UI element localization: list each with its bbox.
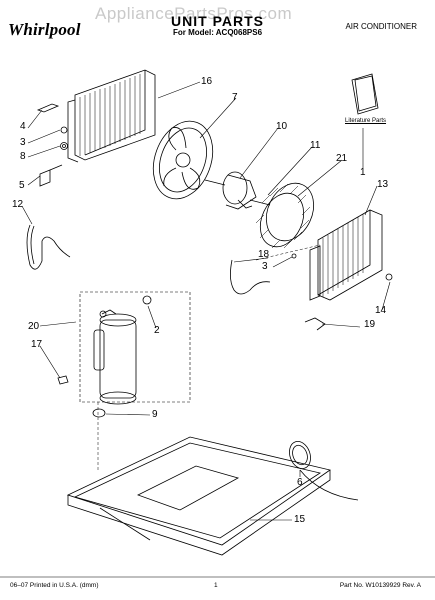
callout-3b: 3: [262, 261, 268, 272]
callout-7: 7: [232, 92, 238, 103]
callout-13: 13: [377, 179, 389, 190]
fan-motor: [204, 171, 271, 210]
callout-8: 8: [20, 151, 26, 162]
callout-21: 21: [336, 153, 348, 164]
callout-12: 12: [12, 199, 24, 210]
grommets: [57, 295, 152, 385]
page-title: UNIT PARTS: [171, 13, 264, 29]
blower-wheel: [255, 182, 315, 249]
leader-lines: [21, 81, 391, 521]
category-label: AIR CONDITIONER: [345, 22, 417, 31]
seal-ring: [289, 441, 359, 501]
callout-4: 4: [20, 121, 26, 132]
model-subtitle: For Model: ACQ068PS6: [172, 28, 263, 37]
footer-printed: 06–07 Printed in U.S.A. (dmm): [10, 582, 99, 589]
fan-blade: [152, 120, 214, 200]
compressor-assembly: [79, 291, 191, 405]
small-parts-right: [304, 273, 393, 331]
callout-19: 19: [364, 319, 376, 330]
literature-label: Literature Parts: [345, 118, 387, 124]
callout-14: 14: [375, 305, 387, 316]
callout-2: 2: [154, 325, 160, 336]
condenser-coil: [67, 69, 156, 163]
callout-6: 6: [297, 477, 303, 488]
callout-9: 9: [152, 409, 158, 420]
callout-16: 16: [201, 76, 213, 87]
whirlpool-logo: Whirlpool: [8, 20, 81, 39]
footer-part-number: Part No. W10139929 Rev. A: [339, 582, 421, 589]
drain-tubing: [26, 224, 71, 270]
callout-1: 1: [360, 167, 366, 178]
callout-15: 15: [294, 514, 306, 525]
callout-5: 5: [19, 180, 25, 191]
alignment-lines: [97, 244, 321, 470]
callout-20: 20: [28, 321, 40, 332]
literature-booklet: [351, 73, 379, 115]
callout-11: 11: [310, 140, 321, 151]
callout-10: 10: [276, 121, 288, 132]
sensor-wire: [230, 253, 297, 295]
base-pan: [66, 436, 331, 556]
isolator: [92, 408, 106, 418]
small-brackets-left: [36, 103, 68, 187]
callout-3: 3: [20, 137, 26, 148]
footer-page: 1: [214, 582, 218, 589]
watermark: AppliancePartsPros.com: [95, 4, 293, 23]
callout-18: 18: [258, 249, 270, 260]
evaporator-coil: [309, 209, 383, 301]
callout-17: 17: [31, 339, 43, 350]
